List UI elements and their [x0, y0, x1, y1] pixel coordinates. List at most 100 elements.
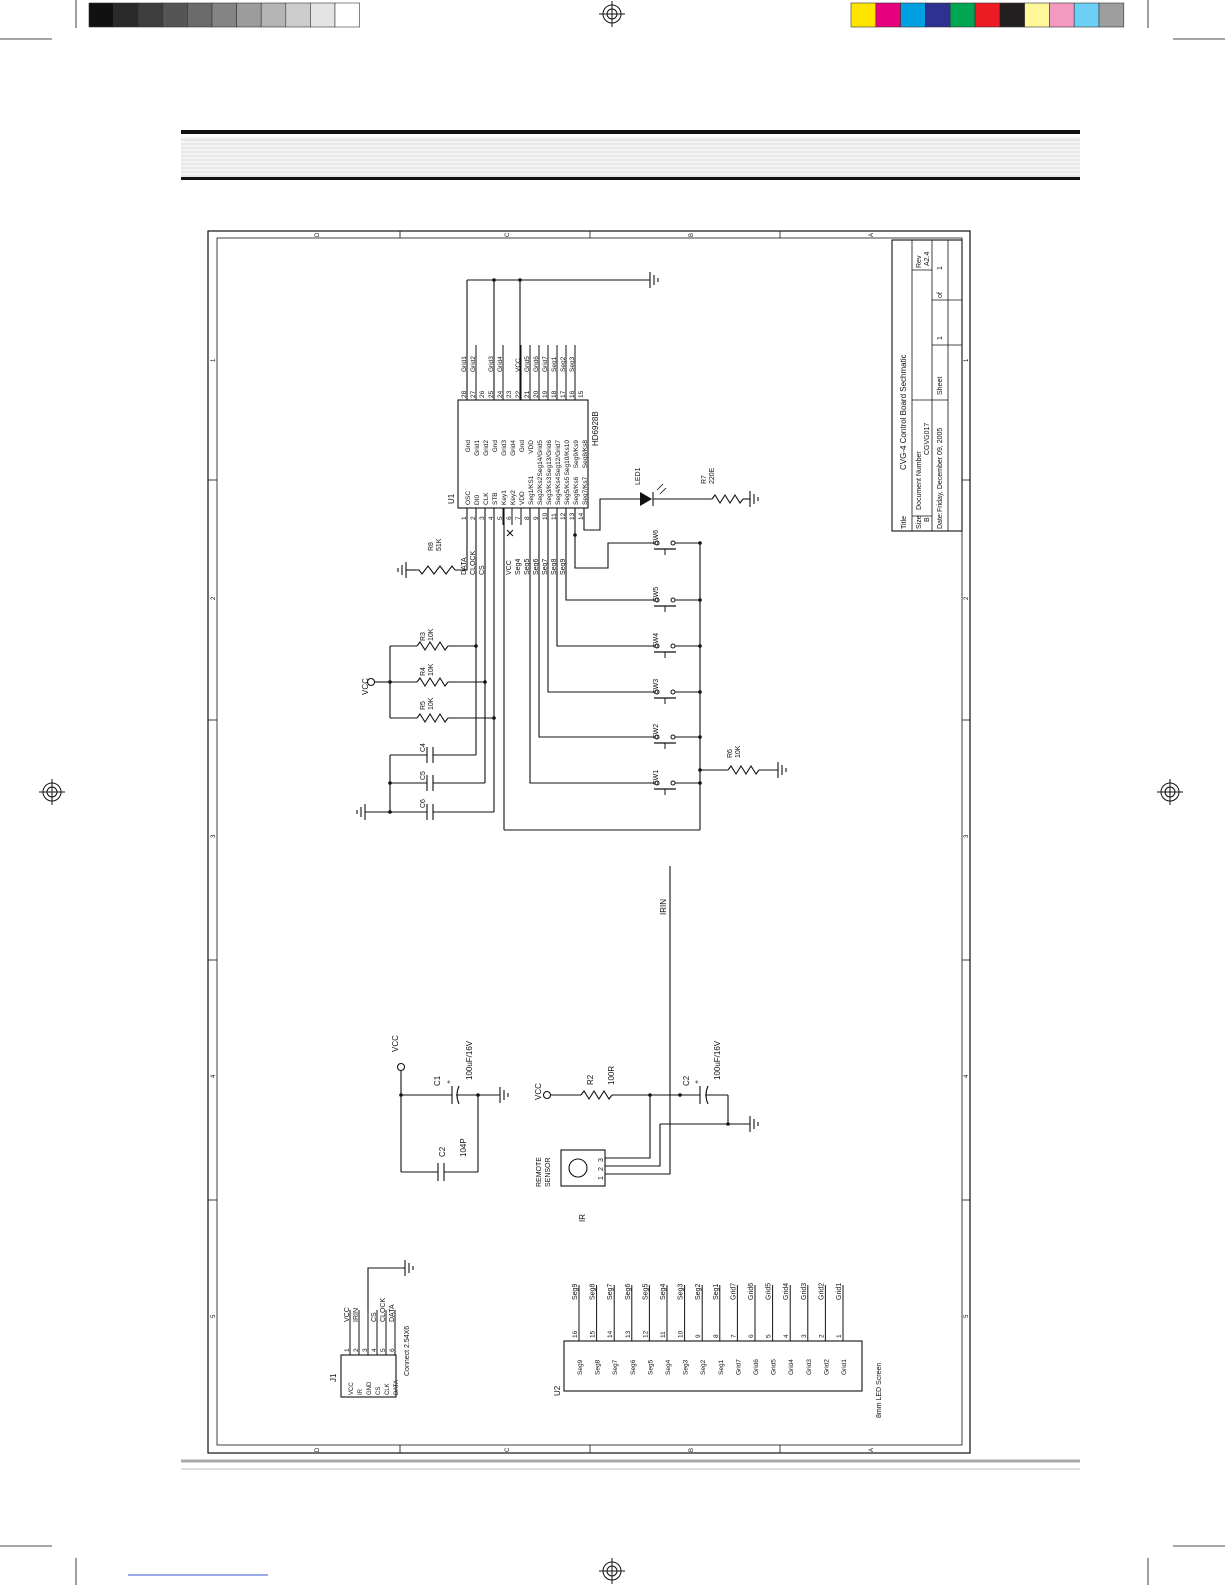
header-stripe — [181, 130, 1080, 180]
u1-pin-name: Seg8/Ks8 — [582, 440, 589, 469]
u2-pin-number: 3 — [801, 1334, 808, 1338]
u2-ref: U2 — [553, 1385, 562, 1396]
u1-pin-number: 9 — [533, 516, 540, 520]
ground-symbol-led — [749, 491, 759, 507]
sensor-pin-2: 2 — [598, 1167, 605, 1171]
c2b-value: 100uF/16V — [713, 1040, 722, 1080]
push-switch — [645, 643, 702, 658]
u1-ref: U1 — [447, 493, 456, 504]
sheet-label: Sheet — [937, 377, 944, 395]
date-value: Friday, December 09, 2005 — [937, 428, 944, 512]
u2-net-label: Seg3 — [678, 1284, 685, 1300]
u2-pin-name: Seg1 — [718, 1359, 725, 1375]
j1-ref: J1 — [329, 1373, 338, 1382]
u1-net-label: VCC — [515, 358, 522, 372]
u1-pin-number: 17 — [560, 390, 567, 398]
u1-left-net-label: Seg8 — [551, 559, 558, 575]
u1-pin-number: 28 — [461, 390, 468, 398]
ir-vcc-label: VCC — [534, 1083, 543, 1100]
u2-pin-name: Grid4 — [788, 1359, 795, 1375]
u1-pin-name: Seg10/Ks10 — [564, 440, 571, 476]
remote-sensor-body — [560, 1149, 606, 1187]
u1-net-label: Grid6 — [533, 356, 540, 372]
sheet-value: 1 — [937, 336, 944, 340]
u1-pin-number: 15 — [578, 390, 585, 398]
registration-target — [599, 1, 625, 27]
drawing-frame — [181, 230, 1080, 1470]
u1-pin-name: Seg14/Grid5 — [537, 440, 544, 477]
zone-number-left: 1 — [211, 358, 217, 362]
u1-pin-name: Seg9/Ks9 — [573, 440, 580, 469]
u2-pin-number: 4 — [783, 1334, 790, 1338]
u2-pin-number: 9 — [695, 1334, 702, 1338]
u1-net-label: Grid3 — [488, 356, 495, 372]
led1-ref: LED1 — [635, 467, 642, 485]
u1-pin-number: 4 — [488, 516, 495, 520]
u1-pin-name: Seg2/Ks2 — [537, 476, 544, 505]
u2-net-label: Grid3 — [801, 1283, 808, 1300]
u2-pin-name: Seg2 — [700, 1359, 707, 1375]
u2-net-label: Seg5 — [642, 1284, 649, 1300]
color-swatch — [925, 2, 951, 28]
key-matrix: SW1 SW2 SW3 SW4 SW5 SW6 R6 10K — [503, 508, 787, 831]
u2-net-label: Grid6 — [748, 1283, 755, 1300]
u1-pin-name: VDD — [528, 440, 535, 454]
u1-pin-name: Grid2 — [483, 440, 490, 456]
u1-pin-number: 6 — [506, 516, 513, 520]
u2-net-label: Grid2 — [818, 1283, 825, 1300]
u2-net-label: Seg4 — [660, 1284, 667, 1300]
u1-left-net-label: Seg5 — [524, 559, 531, 575]
gray-swatch — [88, 2, 114, 28]
c1-plus: + — [446, 1080, 453, 1084]
u1-pin-number: 20 — [533, 390, 540, 398]
u1-pin-name: Seg3/Ks3 — [546, 476, 553, 505]
u1-pin-name: Grid1 — [474, 440, 481, 456]
u1-pin-number: 16 — [569, 390, 576, 398]
color-swatch — [1024, 2, 1050, 28]
u1-pin-number: 26 — [479, 390, 486, 398]
r3-value: 10K — [428, 628, 435, 641]
u2-pin-number: 13 — [625, 1330, 632, 1338]
u1-pin-name: Key2 — [510, 490, 517, 505]
gray-swatch — [334, 2, 360, 28]
u1-pin-number: 14 — [578, 512, 585, 520]
zone-letter-top: A — [869, 233, 875, 237]
zone-number-left: 3 — [211, 834, 217, 838]
zone-number-right: 3 — [964, 834, 970, 838]
zone-number-right: 2 — [964, 596, 970, 600]
color-swatch — [999, 2, 1025, 28]
gray-swatch — [162, 2, 188, 28]
r6-value: 10K — [735, 745, 742, 758]
size-label: Size — [916, 515, 923, 529]
color-swatch — [850, 2, 877, 28]
u2-pin-number: 14 — [607, 1330, 614, 1338]
zone-number-left: 5 — [211, 1314, 217, 1318]
date-label: Date: — [937, 512, 944, 529]
gray-swatch — [137, 2, 164, 28]
r2-value: 100R — [607, 1066, 616, 1085]
zone-letter-top: C — [505, 232, 511, 237]
j1-desc: Connect 2.54X6 — [404, 1326, 411, 1376]
color-swatch — [1073, 2, 1100, 28]
u2-pin-name: Grid2 — [823, 1359, 830, 1375]
u1-pin-name: Seg12/Grid7 — [555, 440, 562, 477]
u2-net-label: Seg9 — [572, 1284, 579, 1300]
j1-pins: VCC1VCCIR2IRINGND3CS4CSCLK5CLOCKDATA6DAT… — [344, 1298, 400, 1395]
u1-pin-name: Seg5/Ks5 — [564, 476, 571, 505]
of-label: of — [937, 292, 944, 298]
color-swatch — [1049, 2, 1075, 28]
ground-symbol-caps — [356, 804, 366, 820]
switch-group — [645, 540, 702, 795]
registration-target — [39, 779, 65, 805]
sw3-label: SW3 — [653, 679, 660, 694]
r4-ref: R4 — [420, 667, 427, 676]
u1-pin-number: 22 — [515, 390, 522, 398]
registration-marks — [39, 1, 1183, 1584]
zone-number-right: 5 — [964, 1314, 970, 1318]
j1-pin-name: VCC — [349, 1382, 355, 1395]
u1-pin-number: 23 — [506, 390, 513, 398]
u1-pin-number: 3 — [479, 516, 486, 520]
zone-number-left: 4 — [211, 1074, 217, 1078]
irin-net: IRIN — [659, 866, 671, 1170]
